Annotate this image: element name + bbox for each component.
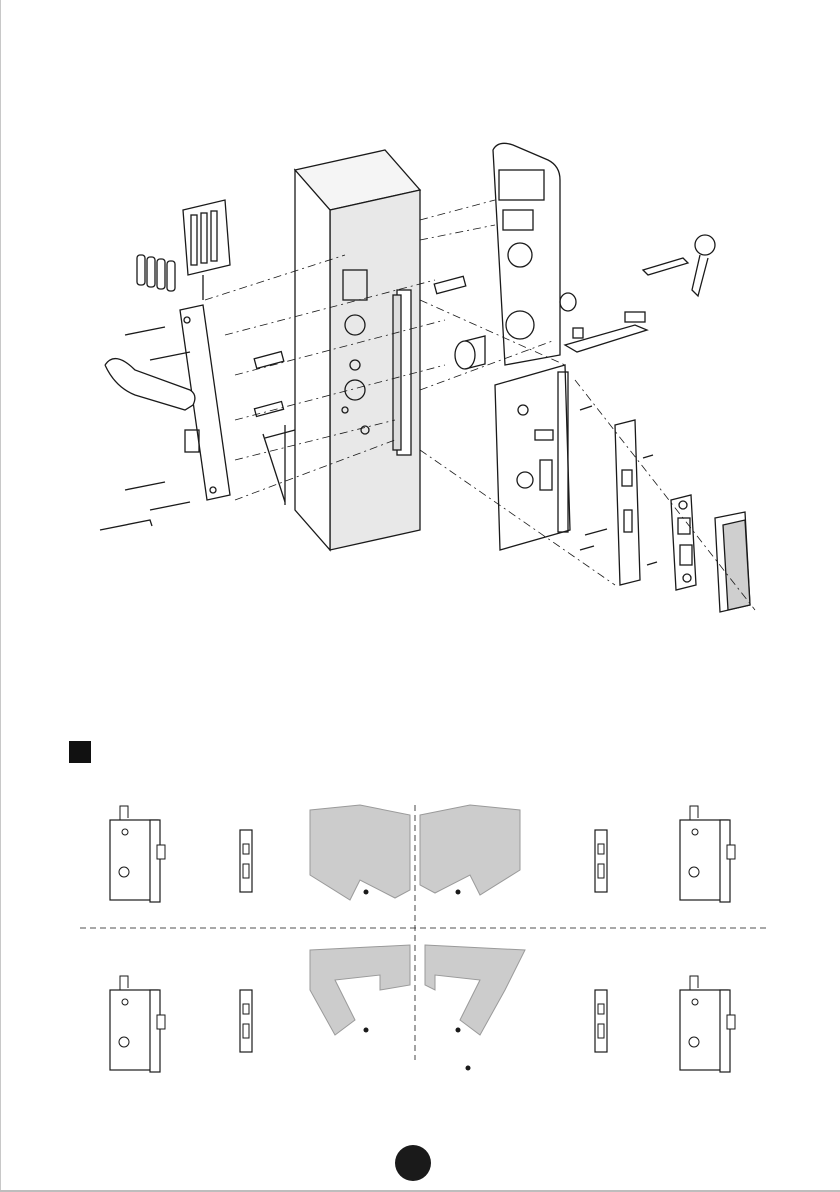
keys (643, 235, 715, 296)
mortise-body (495, 365, 570, 550)
batteries (137, 255, 175, 291)
leader-line (263, 434, 285, 502)
handing-top-right (420, 805, 735, 902)
strike-plate (615, 420, 640, 585)
inside-escutcheon (105, 305, 230, 500)
exploded-lock-diagram (95, 140, 765, 620)
door-handing-diagram (80, 800, 770, 1090)
door-slab (295, 150, 420, 550)
handing-bottom-left (110, 945, 410, 1072)
strike-assembly (671, 495, 696, 590)
knob-cap (560, 293, 576, 311)
cable-harness (565, 312, 647, 352)
outside-escutcheon (493, 143, 560, 365)
handing-bottom-right (425, 945, 735, 1072)
left-screws (100, 327, 190, 530)
battery-box (183, 200, 230, 300)
filled-circle-icon (395, 1145, 431, 1181)
black-square-icon (69, 741, 91, 763)
cylinder (455, 336, 485, 369)
handing-top-left (110, 805, 410, 902)
